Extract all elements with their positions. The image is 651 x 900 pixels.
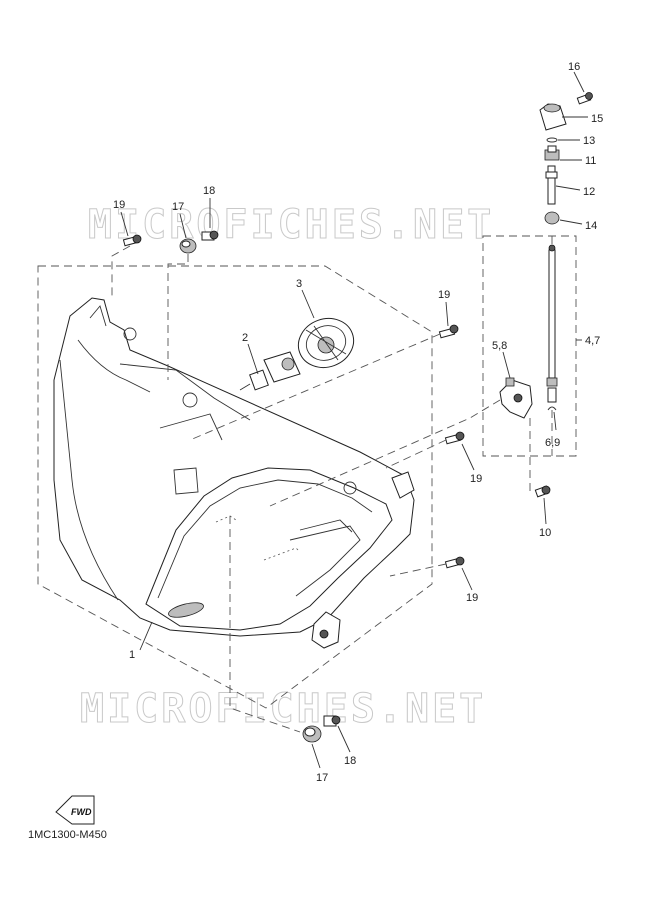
bulb bbox=[239, 351, 301, 391]
callout-19-middle: 19 bbox=[470, 473, 482, 485]
callout-19-top: 19 bbox=[113, 199, 125, 211]
screw-10 bbox=[534, 485, 551, 498]
callout-19-right: 19 bbox=[438, 289, 450, 301]
callout-16: 16 bbox=[568, 61, 580, 73]
bolt-18-bottom bbox=[323, 715, 341, 727]
nut-11 bbox=[544, 145, 560, 161]
knob-15 bbox=[539, 103, 567, 131]
headlight-housing bbox=[53, 297, 415, 649]
diagram-code: 1MC1300-M450 bbox=[28, 829, 107, 841]
fwd-label: FWD bbox=[71, 807, 92, 817]
adjuster-boundary bbox=[482, 235, 577, 457]
o-ring-13 bbox=[546, 137, 558, 143]
screw-19-right bbox=[438, 324, 459, 339]
callout-17-bottom: 17 bbox=[316, 772, 328, 784]
callout-6-9: 6,9 bbox=[545, 437, 560, 449]
bolt-18-top bbox=[201, 230, 219, 241]
callout-2: 2 bbox=[242, 332, 248, 344]
callout-18-bottom: 18 bbox=[344, 755, 356, 767]
screw-16 bbox=[576, 92, 593, 105]
screw-19-middle bbox=[444, 431, 465, 445]
callout-3: 3 bbox=[296, 278, 302, 290]
watermark-top: MICROFICHES.NET bbox=[88, 202, 494, 248]
bulb-cover bbox=[297, 317, 355, 369]
bracket-5-8 bbox=[499, 377, 533, 419]
callout-10: 10 bbox=[539, 527, 551, 539]
grommet-17-bottom bbox=[302, 725, 322, 743]
leader-lines bbox=[120, 71, 588, 769]
callout-4-7: 4,7 bbox=[585, 335, 600, 347]
screw-19-bottom bbox=[444, 556, 465, 569]
callout-13: 13 bbox=[583, 135, 595, 147]
callout-18-top: 18 bbox=[203, 185, 215, 197]
assembly-boundary bbox=[37, 265, 433, 709]
callout-11: 11 bbox=[585, 155, 596, 167]
callout-15: 15 bbox=[591, 113, 603, 125]
callout-19-bottom: 19 bbox=[466, 592, 478, 604]
shaft-12 bbox=[545, 165, 558, 205]
callout-12: 12 bbox=[583, 186, 595, 198]
fwd-arrow-icon: FWD bbox=[55, 795, 95, 825]
callout-5-8: 5,8 bbox=[492, 340, 507, 352]
grommet-17-top bbox=[179, 238, 197, 254]
callout-1: 1 bbox=[129, 649, 135, 661]
watermark-bottom: MICROFICHES.NET bbox=[80, 686, 486, 732]
callout-17-top: 17 bbox=[172, 201, 184, 213]
adjust-rod-4-7 bbox=[546, 244, 558, 411]
callout-14: 14 bbox=[585, 220, 597, 232]
screw-19-top-left bbox=[122, 234, 142, 247]
install-lines bbox=[111, 236, 553, 733]
grommet-14 bbox=[544, 211, 560, 225]
